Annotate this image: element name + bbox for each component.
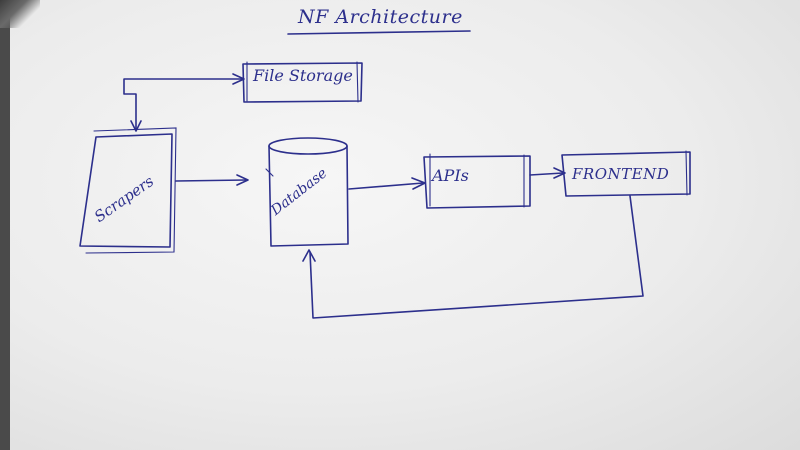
background-edge [0,0,10,450]
diagram-title: NF Architecture [298,6,463,28]
scrapers-box [79,127,177,254]
arrow-scrapers-to-database [175,179,247,182]
apis-box [423,153,531,209]
arrowhead-storage [232,73,245,85]
background-corner [0,0,40,28]
arrow-apis-to-frontend [529,172,564,176]
arrowhead-scrapers [130,120,142,132]
arrow-database-to-apis [348,182,424,190]
node-frontend-label: FRONTEND [572,165,670,183]
arrow-frontend-to-database [309,195,644,319]
arrowhead-frontend [553,167,566,179]
arrowhead-database-bottom [302,249,316,262]
arrow-storage-to-scrapers [123,78,244,130]
database-cylinder [268,137,349,247]
node-apis-label: APIs [432,166,469,185]
arrowhead-database [236,174,249,186]
node-file-storage-label: File Storage [253,66,353,85]
frontend-box [561,150,691,197]
file-storage-box [242,61,363,103]
title-underline [287,30,471,35]
